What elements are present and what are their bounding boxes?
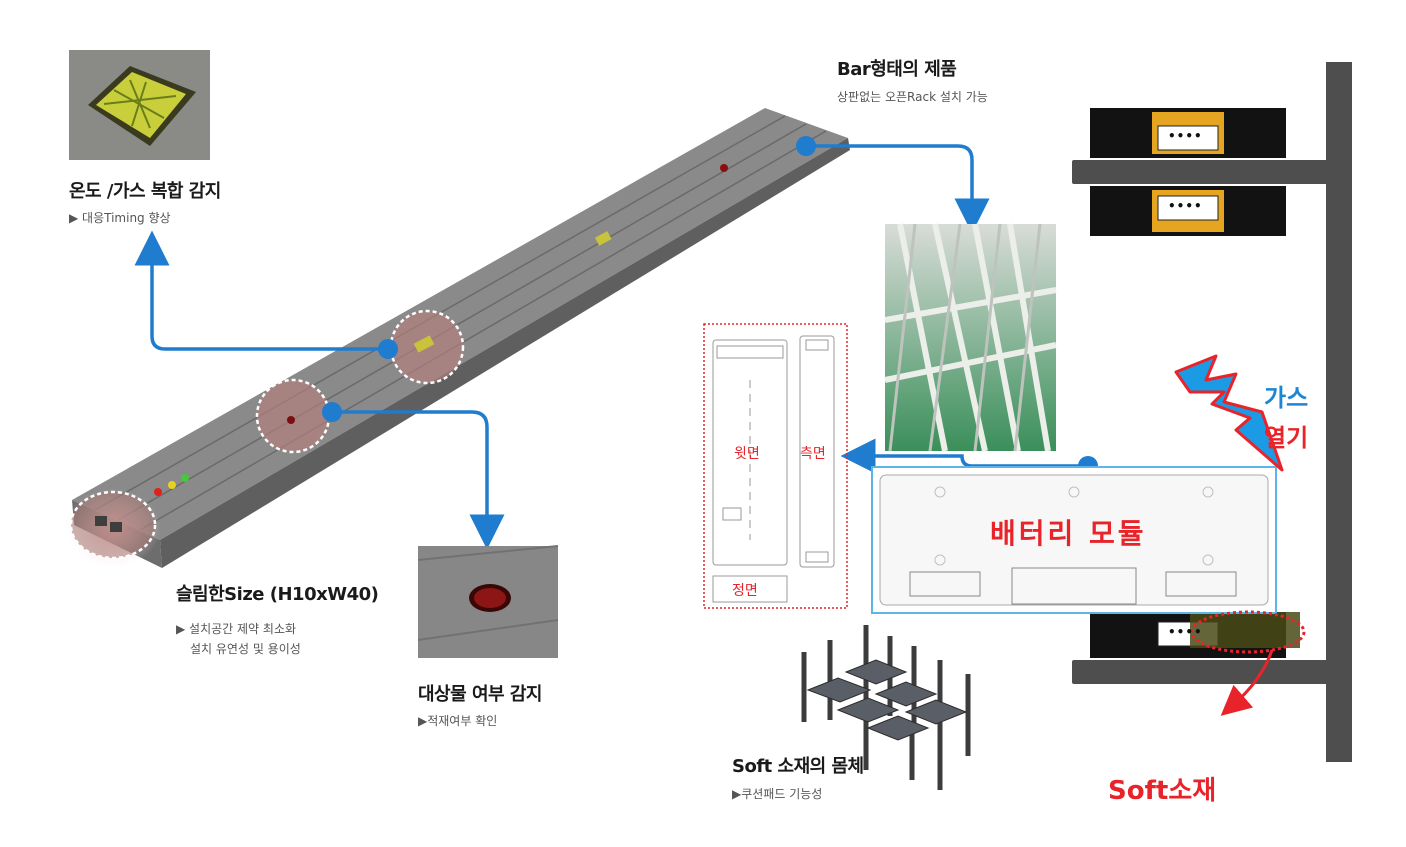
lightning-icon: [1174, 354, 1284, 472]
rack-photo: [884, 223, 1057, 452]
battery-module-label: 배터리 모듈: [990, 517, 1147, 550]
rack-connector-bottom-label: ••••: [1168, 625, 1203, 639]
battery-drawing: [712, 335, 835, 603]
rack-connector-middle-label: ••••: [1168, 199, 1203, 213]
bar-product-desc: 상판없는 오픈Rack 설치 가능: [837, 90, 988, 104]
heat-label: 열기: [1264, 424, 1309, 452]
battery-top-view-label: 윗면: [734, 446, 760, 462]
object-callout-dot: [322, 402, 342, 422]
object-sensor-dot: [287, 416, 295, 424]
bar-product-title: Bar형태의 제품: [837, 59, 957, 80]
slim-size-desc-1: ▶ 설치공간 제약 최소화: [176, 622, 297, 636]
battery-module: [871, 466, 1277, 614]
gas-sensor-thumbnail: [69, 50, 210, 160]
gas-callout-dot: [378, 339, 398, 359]
object-detect-thumbnail: [417, 545, 559, 658]
gas-sensor-desc: ▶ 대응Timing 향상: [69, 211, 171, 225]
soft-material-label: Soft소재: [1108, 776, 1217, 806]
soft-material-highlight: [1190, 610, 1306, 654]
object-detect-title: 대상물 여부 감지: [418, 684, 542, 705]
object-sensor-highlight: [255, 378, 331, 454]
slim-size-title: 슬림한Size (H10xW40): [176, 584, 379, 605]
gas-label: 가스: [1264, 384, 1309, 412]
rack-sensor-bottom: [1090, 612, 1300, 658]
end-connector: [95, 516, 122, 532]
battery-side-view-label: 측면: [800, 446, 826, 462]
bar-callout-dot: [796, 136, 816, 156]
rack-connector-top-label: ••••: [1168, 129, 1203, 143]
connector-arrows: [134, 144, 1088, 550]
rack-sensor-top: [1090, 108, 1286, 158]
soft-material-arrow: [1220, 649, 1274, 716]
slim-size-desc-2: 설치 유연성 및 용이성: [190, 642, 301, 656]
soft-body-title: Soft 소재의 몸체: [732, 756, 864, 777]
gas-sensor-title: 온도 /가스 복합 감지: [69, 181, 221, 202]
battery-front-view-label: 정면: [732, 583, 758, 599]
gas-sensor-chip: [413, 335, 435, 353]
soft-body-desc: ▶쿠션패드 기능성: [732, 787, 823, 801]
rack-sensor-middle: [1090, 186, 1286, 236]
rack-structure: [1072, 62, 1352, 762]
object-detect-desc: ▶적재여부 확인: [418, 714, 498, 728]
battery-views-frame: [703, 323, 848, 609]
soft-body-rack: [801, 625, 971, 790]
